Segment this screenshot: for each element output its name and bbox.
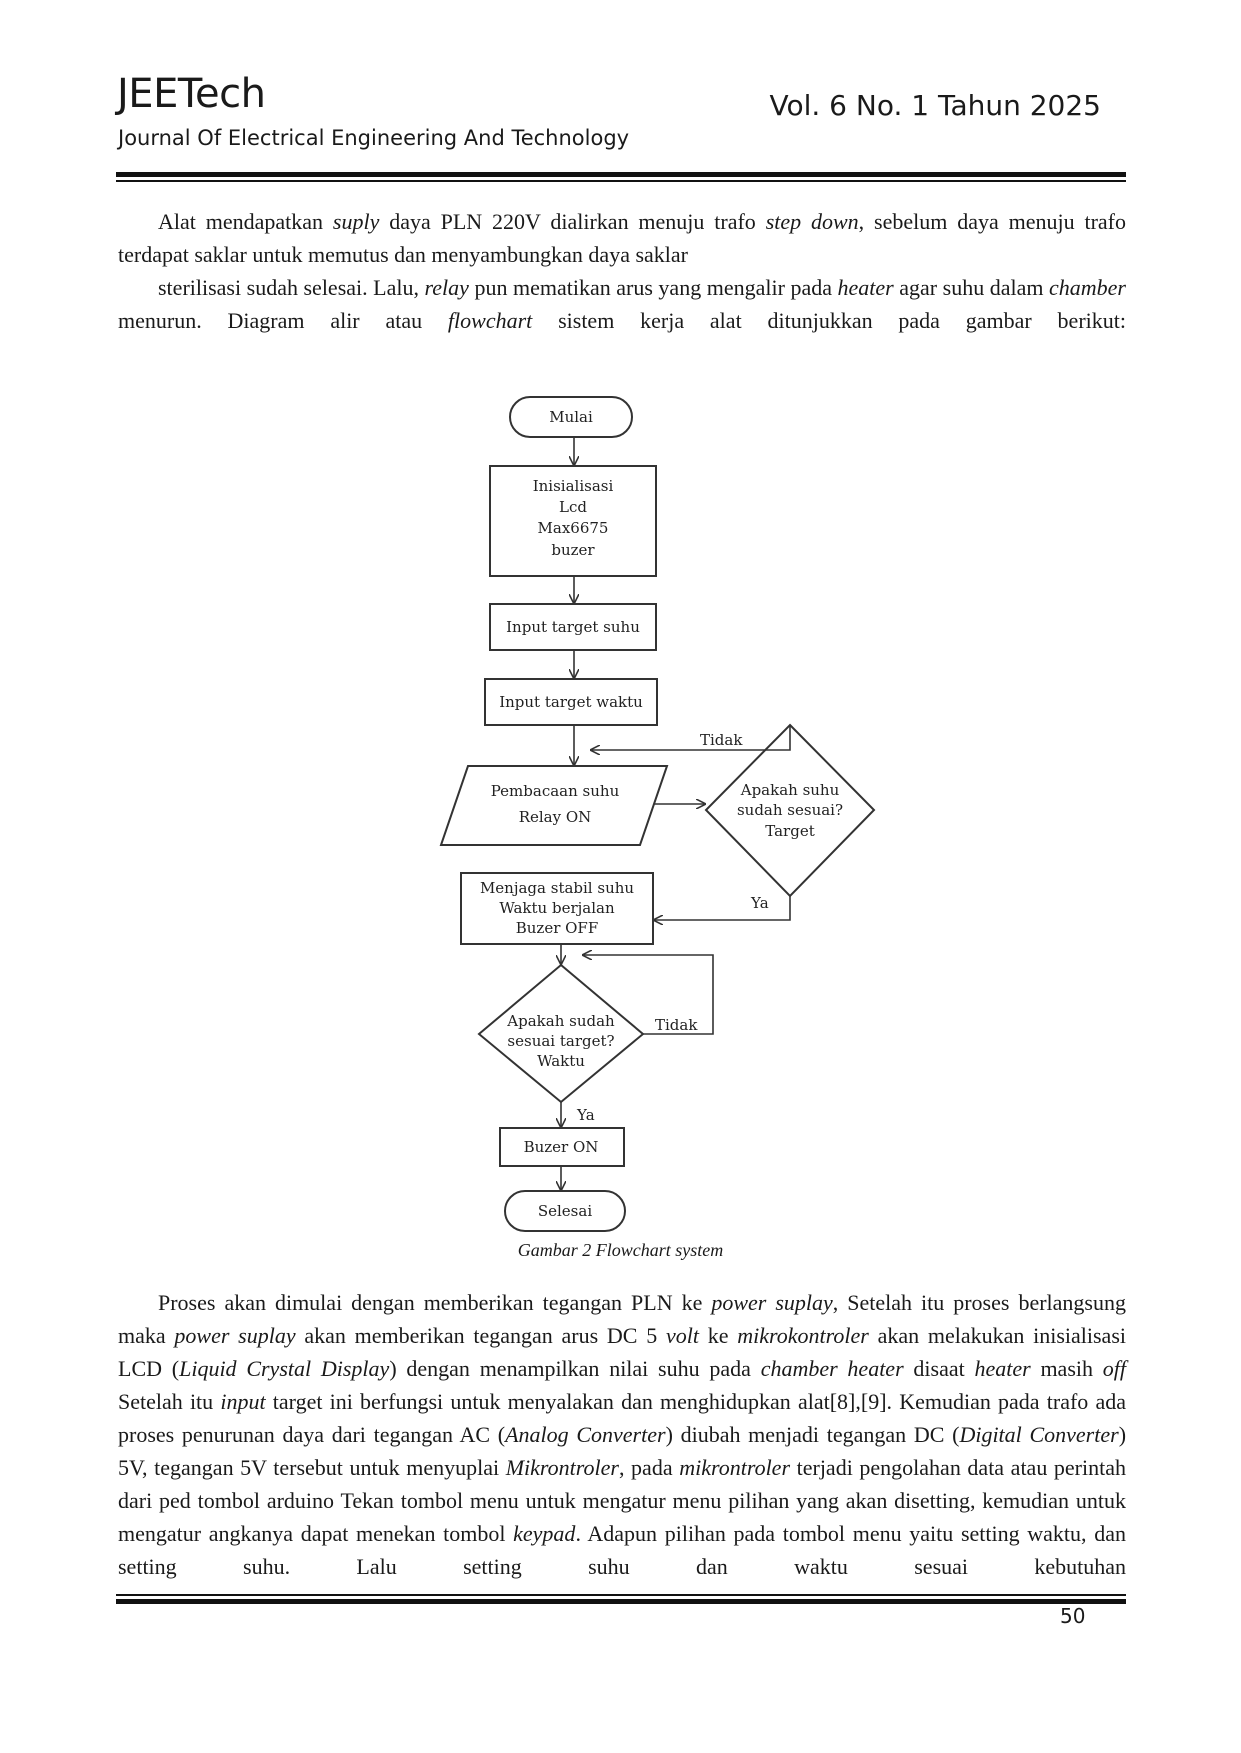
read-line-2: Relay ON (519, 808, 592, 826)
read-io (439, 765, 669, 846)
arrow-decision-yes (654, 896, 791, 920)
page-number: 50 (1060, 1604, 1086, 1628)
journal-subtitle: Journal Of Electrical Engineering And Te… (118, 126, 630, 150)
end-terminator (504, 1190, 626, 1232)
journal-name: JEETech (117, 71, 266, 117)
input-time-label: Input target waktu (499, 693, 643, 711)
buzzer-on-process (499, 1127, 625, 1167)
read-line-1: Pembacaan suhu (491, 782, 620, 800)
temp-decision-line-3: Target (765, 822, 814, 840)
init-line-1: Inisialisasi (533, 477, 614, 495)
footer-rule-thick (116, 1599, 1126, 1604)
arrow-time-no (583, 955, 714, 1035)
yes-label-temp: Ya (750, 894, 769, 912)
temp-decision-line-1: Apakah suhu (740, 781, 840, 799)
input-time-process (484, 678, 658, 726)
intro-paragraphs: Alat mendapatkan suply daya PLN 220V dia… (118, 205, 1126, 337)
init-process (489, 465, 657, 577)
time-decision-line-1: Apakah sudah (506, 1012, 615, 1030)
hold-line-1: Menjaga stabil suhu (480, 879, 634, 897)
input-temp-process (489, 603, 657, 651)
arrow-decision-no (591, 725, 791, 750)
figure-caption: Gambar 2 Flowchart system (517, 1240, 724, 1260)
buzzer-on-label: Buzer ON (524, 1138, 599, 1156)
flowchart-figure: Mulai Inisialisasi Lcd Max6675 buzer Inp… (439, 396, 876, 1232)
paragraph-3: Proses akan dimulai dengan memberikan te… (118, 1290, 1127, 1579)
temp-decision-line-2: sudah sesuai? (737, 801, 843, 819)
input-temp-label: Input target suhu (506, 618, 640, 636)
paragraph-1: Alat mendapatkan suply daya PLN 220V dia… (118, 209, 1126, 267)
hold-line-3: Buzer OFF (516, 919, 599, 937)
body-paragraphs: Proses akan dimulai dengan memberikan te… (118, 1286, 1126, 1583)
init-line-3: Max6675 (538, 519, 609, 537)
init-line-4: buzer (551, 541, 595, 559)
hold-line-2: Waktu berjalan (499, 899, 615, 917)
footer-rule-thin (116, 1594, 1126, 1596)
hold-process (460, 872, 654, 945)
no-label-temp: Tidak (700, 731, 743, 749)
time-decision-line-2: sesuai target? (507, 1032, 614, 1050)
no-label-time: Tidak (655, 1016, 698, 1034)
yes-label-time: Ya (576, 1106, 595, 1124)
start-terminator (509, 396, 633, 438)
issue-info: Vol. 6 No. 1 Tahun 2025 (769, 89, 1101, 122)
start-label: Mulai (549, 408, 593, 426)
header-rule-thin (116, 180, 1126, 182)
header-rule-thick (116, 172, 1126, 177)
end-label: Selesai (538, 1202, 592, 1220)
init-line-2: Lcd (559, 498, 587, 516)
time-decision-line-3: Waktu (537, 1052, 585, 1070)
paragraph-2: sterilisasi sudah selesai. Lalu, relay p… (118, 275, 1126, 333)
